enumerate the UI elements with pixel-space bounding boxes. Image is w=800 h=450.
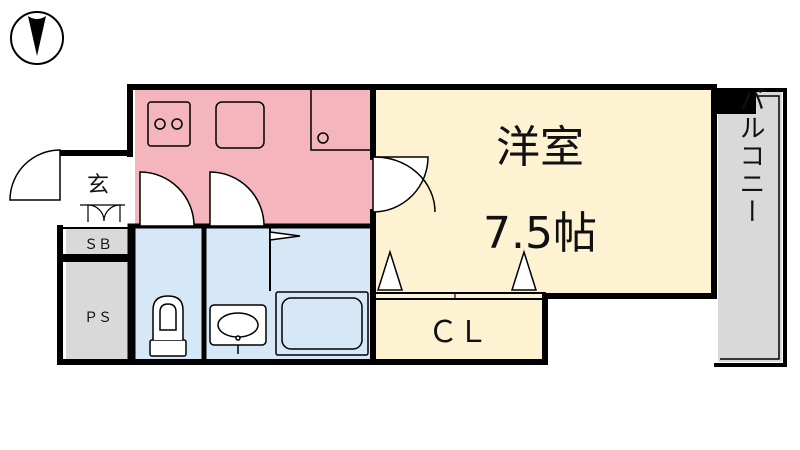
shoe-box-area [66, 229, 130, 254]
balcony-railing [712, 88, 787, 367]
closet-area [373, 295, 543, 360]
north-arrow-icon [10, 11, 64, 65]
western-room-area [373, 90, 711, 295]
shoe-cabinet [80, 204, 125, 222]
bathtub-icon [275, 291, 369, 356]
toilet-icon [149, 295, 187, 357]
doors [9, 149, 538, 291]
bathroom-area [270, 228, 373, 360]
pipe-space-area [66, 262, 130, 360]
balcony-area [718, 92, 782, 362]
sink-icon [215, 101, 265, 149]
pipe-space-label: ＰＳ [84, 310, 112, 326]
closet-label: ＣＬ [428, 315, 488, 350]
western-room-name: 洋室 [496, 122, 584, 173]
balcony-label: バルコニー [735, 86, 765, 226]
walls [57, 84, 717, 365]
entrance-label: 玄 [87, 173, 109, 198]
shoe-box-label: ＳＢ [84, 237, 112, 253]
washbasin-icon [209, 304, 267, 354]
western-room-size: 7.5帖 [483, 208, 597, 259]
stove-icon [147, 101, 191, 147]
refrigerator-space [310, 90, 371, 151]
